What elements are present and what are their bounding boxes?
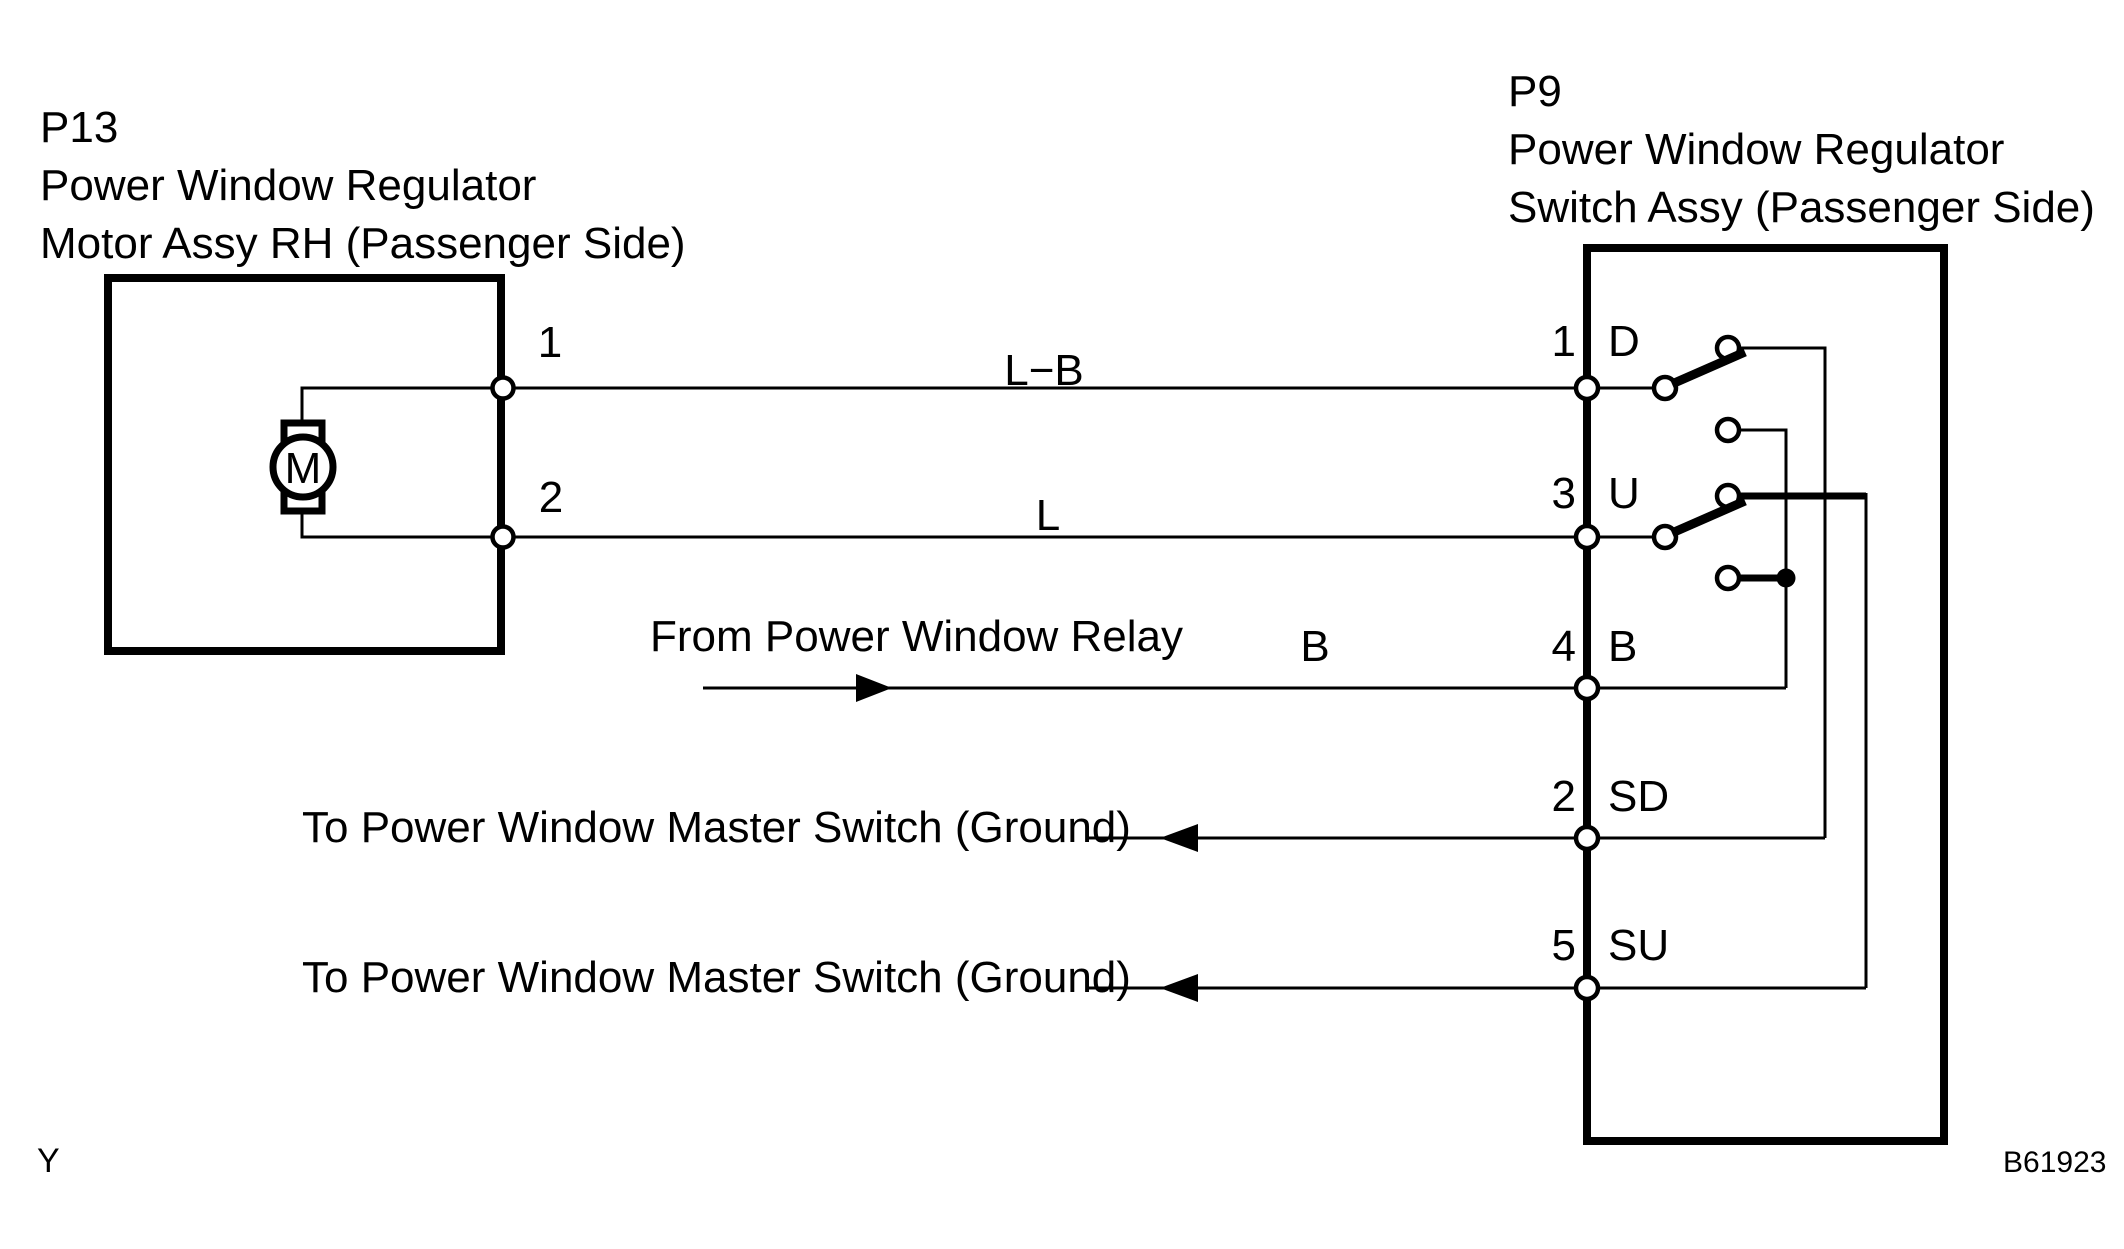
switch-pin-labels: 1 D 3 U 4 B 2 SD 5 SU bbox=[1552, 317, 1670, 970]
motor-symbol: M bbox=[269, 386, 500, 539]
p9-title-line1: Power Window Regulator bbox=[1508, 125, 2004, 174]
d-b-contact bbox=[1714, 416, 1742, 444]
motor-terminal-1 bbox=[490, 375, 516, 401]
p13-title-line2: Motor Assy RH (Passenger Side) bbox=[40, 219, 686, 268]
motor-lead-top-wire bbox=[300, 386, 500, 425]
switch-pin-number: 2 bbox=[1552, 772, 1576, 821]
p9-title-block: P9 Power Window Regulator Switch Assy (P… bbox=[1508, 67, 2095, 232]
switch-terminal-5 bbox=[1573, 974, 1601, 1002]
motor-circle bbox=[269, 433, 337, 501]
motor-symbol-letter: M bbox=[285, 444, 322, 493]
p9-title-line2: Switch Assy (Passenger Side) bbox=[1508, 183, 2095, 232]
p13-title-line1: Power Window Regulator bbox=[40, 161, 536, 210]
junction-dot bbox=[1776, 568, 1796, 588]
switch-terminal-3 bbox=[1573, 523, 1601, 551]
u-common-contact bbox=[1651, 523, 1679, 551]
switch-arm-u bbox=[1670, 496, 1747, 538]
motor-lead-bottom-wire bbox=[300, 509, 500, 539]
switch-connector-box bbox=[1583, 244, 1948, 1145]
motor-connector-box bbox=[104, 274, 505, 655]
switch-pin-name: D bbox=[1608, 317, 1640, 366]
u-b-contact bbox=[1714, 564, 1742, 592]
annotation-to-master-switch-2: To Power Window Master Switch (Ground) bbox=[302, 953, 1131, 1002]
p13-connector-id: P13 bbox=[40, 103, 118, 152]
switch-arm-d bbox=[1670, 347, 1747, 389]
switch-pin-name: SU bbox=[1608, 921, 1669, 970]
footer-page-letter: Y bbox=[37, 1142, 60, 1180]
arrow-left-icon bbox=[1160, 974, 1198, 1002]
annotation-to-master-switch-1: To Power Window Master Switch (Ground) bbox=[302, 803, 1131, 852]
figure-id: B61923 bbox=[2003, 1146, 2106, 1179]
motor-terminal-2 bbox=[490, 524, 516, 550]
motor-pin2-number: 2 bbox=[539, 473, 563, 522]
wire-label-b: B bbox=[1300, 622, 1329, 671]
annotation-from-relay: From Power Window Relay bbox=[650, 612, 1183, 661]
d-common-contact bbox=[1651, 374, 1679, 402]
switch-terminal-1 bbox=[1573, 374, 1601, 402]
switch-pin-name: U bbox=[1608, 469, 1640, 518]
arrow-left-icon bbox=[1160, 824, 1198, 852]
switch-terminal-4 bbox=[1573, 674, 1601, 702]
switch-pin-number: 1 bbox=[1552, 317, 1576, 366]
wire-label-lb: L−B bbox=[1004, 346, 1084, 395]
switch-pin-number: 4 bbox=[1552, 622, 1576, 671]
b-bus-vertical-wire bbox=[1739, 428, 1788, 688]
switch-pin-number: 5 bbox=[1552, 921, 1576, 970]
p13-title-block: P13 Power Window Regulator Motor Assy RH… bbox=[40, 103, 686, 268]
p9-connector-id: P9 bbox=[1508, 67, 1562, 116]
wire-label-l: L bbox=[1036, 491, 1060, 540]
switch-terminal-2 bbox=[1573, 824, 1601, 852]
switch-pin-number: 3 bbox=[1552, 469, 1576, 518]
switch-pin-name: B bbox=[1608, 622, 1637, 671]
motor-pin1-number: 1 bbox=[538, 318, 562, 367]
arrow-right-icon bbox=[856, 674, 892, 702]
d-contact-to-sd-wire bbox=[1739, 346, 1827, 838]
switch-pin-name: SD bbox=[1608, 772, 1669, 821]
switch-internal-wiring bbox=[1651, 334, 1868, 988]
